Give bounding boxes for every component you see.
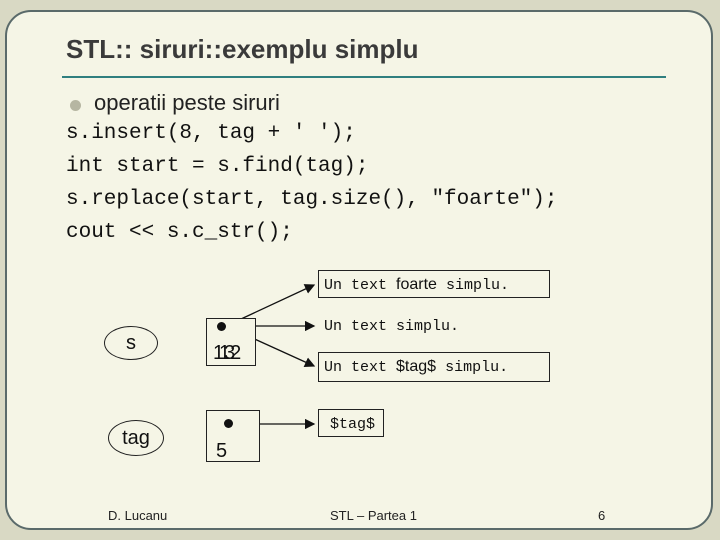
tag-string: $tag$ [330, 416, 376, 433]
tag-cell [206, 410, 260, 462]
slide-title: STL:: siruri::exemplu simplu [66, 34, 419, 64]
s-cell [206, 318, 256, 366]
code-line: cout << s.c_str(); [66, 221, 293, 244]
code-line: s.replace(start, tag.size(), "foarte"); [66, 188, 558, 211]
pointer-dot [224, 419, 233, 428]
string-box-tag [318, 352, 550, 382]
string-with-tag: Un text $tag$ simplu. [324, 358, 509, 376]
bullet-icon [70, 100, 81, 111]
s-value-old: 13 [213, 342, 236, 364]
s-value-new: 12 [219, 342, 242, 364]
code-line: s.insert(8, tag + ' '); [66, 122, 356, 145]
string-plain: Un text simplu. [324, 318, 460, 335]
footer-course: STL – Partea 1 [330, 508, 417, 523]
string-foarte: Un text foarte simplu. [324, 276, 509, 294]
bullet-text: operatii peste siruri [94, 90, 280, 115]
tag-value: 5 [216, 440, 228, 462]
variable-tag: tag [108, 420, 164, 456]
string-box-foarte [318, 270, 550, 298]
title-underline [62, 76, 666, 78]
page-number: 6 [598, 508, 606, 523]
footer-author: D. Lucanu [108, 508, 168, 523]
code-line: int start = s.find(tag); [66, 155, 369, 178]
variable-s: s [104, 326, 158, 360]
pointer-dot [217, 322, 226, 331]
tag-string-box [318, 409, 384, 437]
